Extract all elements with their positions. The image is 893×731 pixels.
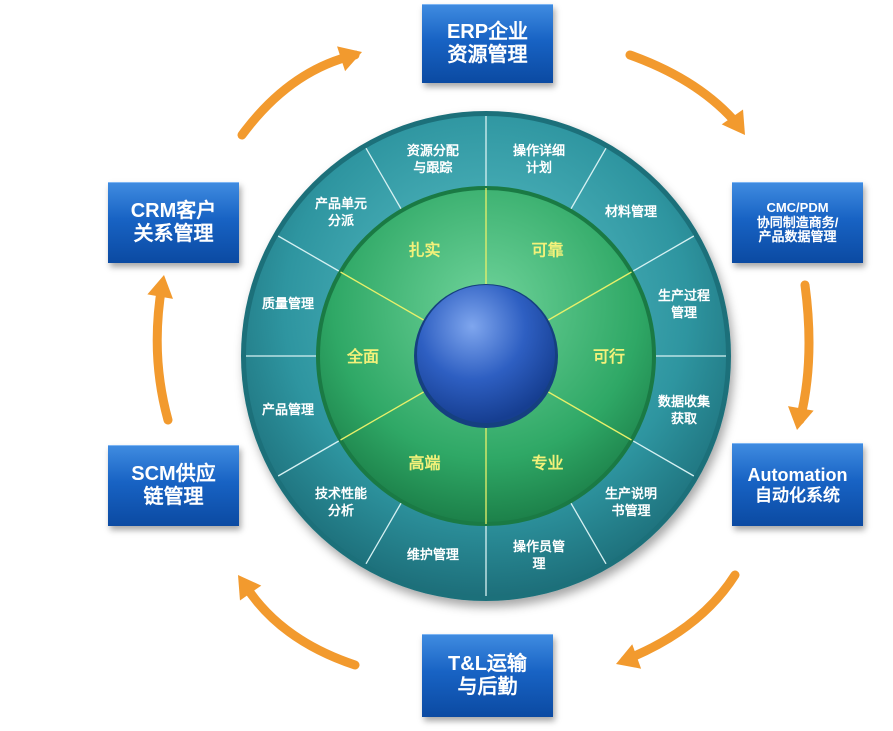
- outer-divider: [569, 501, 607, 565]
- outer-segment-label: 资源分配与跟踪: [407, 143, 459, 175]
- cycle-arrow-shaft: [795, 280, 814, 425]
- inner-segment-label: 可行: [593, 347, 625, 366]
- outer-divider: [631, 439, 695, 477]
- inner-segment-label: 专业: [531, 454, 563, 473]
- outer-divider: [277, 439, 341, 477]
- cycle-arrows: [147, 46, 814, 670]
- outer-segment-label: 材料管理: [605, 204, 657, 219]
- outer-segment-label: 生产过程管理: [658, 288, 710, 320]
- outer-segment-label-line: 材料管理: [605, 204, 657, 219]
- outer-segment-label-line: 资源分配: [407, 143, 459, 158]
- inner-segment-label: 可靠: [531, 240, 563, 259]
- inner-divider: [548, 391, 632, 441]
- outer-segment-label-line: 理: [533, 556, 546, 571]
- cycle-arrow-shaft: [620, 570, 740, 665]
- outer-divider: [365, 147, 403, 211]
- outer-segment-label: 技术性能分析: [315, 486, 367, 518]
- cmc-line-2: 协同制造商务/: [756, 214, 839, 230]
- outer-segment-label-line: 生产过程: [658, 288, 710, 303]
- inner-divider: [548, 271, 632, 321]
- outer-segment-label-line: 维护管理: [407, 547, 459, 562]
- scm-box: SCM供应 链管理: [108, 445, 239, 526]
- cmc-line-3: 产品数据管理: [758, 229, 837, 245]
- tl-box: T&L运输 与后勤: [422, 634, 553, 717]
- cycle-arrow-head: [238, 575, 262, 601]
- outer-ring-dividers: [246, 116, 726, 596]
- inner-segment-label: 扎实: [408, 240, 440, 259]
- outer-divider: [365, 501, 403, 565]
- outer-divider: [569, 147, 607, 211]
- inner-divider: [340, 391, 424, 441]
- inner-segment-label: 全面: [346, 347, 379, 366]
- erp-box: ERP企业 资源管理: [422, 4, 553, 83]
- cycle-arrow-head: [147, 275, 173, 299]
- outer-segment-label-line: 技术性能: [315, 486, 367, 501]
- outer-segment-label-line: 计划: [526, 160, 552, 175]
- inner-segment-label: 高端: [408, 454, 440, 473]
- cycle-arrow-head: [721, 109, 745, 135]
- scm-line-1: SCM供应: [131, 463, 216, 485]
- crm-box: CRM客户 关系管理: [108, 182, 239, 263]
- outer-segment-label-line: 数据收集: [658, 394, 711, 409]
- crm-line-1: CRM客户: [130, 200, 217, 222]
- cycle-arrow-shaft: [237, 50, 360, 140]
- cmc-pdm-box: CMC/PDM 协同制造商务/ 产品数据管理: [732, 182, 863, 263]
- cycle-arrow-head: [788, 406, 814, 430]
- cycle-arrow-head: [616, 644, 642, 669]
- center-hub: [417, 285, 555, 423]
- outer-segment-label: 产品管理: [262, 402, 314, 417]
- outer-segment-label: 质量管理: [262, 296, 314, 311]
- outer-segment-label-line: 生产说明: [605, 486, 657, 501]
- erp-line-1: ERP企业: [446, 21, 529, 43]
- outer-segment-label: 操作员管理: [513, 539, 565, 571]
- outer-segment-label-line: 质量管理: [262, 296, 314, 311]
- inner-ring-dividers: [340, 188, 632, 524]
- outer-segment-label-line: 分派: [328, 213, 355, 228]
- scm-line-2: 链管理: [143, 486, 204, 508]
- inner-divider: [340, 271, 424, 321]
- outer-divider: [631, 235, 695, 273]
- automation-box: Automation 自动化系统: [732, 443, 863, 526]
- automation-line-2: 自动化系统: [755, 485, 840, 505]
- erp-line-2: 资源管理: [447, 44, 528, 66]
- outer-segment-label-line: 管理: [671, 305, 697, 320]
- outer-segment-label-line: 与跟踪: [413, 160, 452, 175]
- tl-line-2: 与后勤: [457, 676, 518, 698]
- outer-segment-label: 维护管理: [407, 547, 459, 562]
- cmc-line-1: CMC/PDM: [766, 199, 829, 215]
- outer-segment-label-line: 获取: [671, 411, 698, 426]
- outer-segment-label: 操作详细计划: [513, 143, 565, 175]
- cycle-arrow-shaft: [625, 50, 743, 130]
- outer-segment-label: 数据收集获取: [658, 394, 711, 426]
- outer-segment-label-line: 操作员管: [513, 539, 565, 554]
- outer-segment-label-line: 书管理: [611, 503, 650, 518]
- tl-line-1: T&L运输: [448, 653, 527, 675]
- outer-segment-label-line: 产品管理: [262, 402, 314, 417]
- outer-segment-label: 生产说明书管理: [605, 486, 657, 518]
- outer-segment-label-line: 分析: [328, 503, 354, 518]
- crm-line-2: 关系管理: [133, 223, 214, 245]
- cycle-arrow-shaft: [240, 580, 360, 670]
- outer-divider: [277, 235, 341, 273]
- outer-segment-label: 产品单元分派: [315, 196, 367, 228]
- cycle-arrow-shaft: [152, 280, 173, 425]
- automation-line-1: Automation: [747, 464, 848, 485]
- cycle-arrow-head: [337, 46, 362, 72]
- outer-segment-label-line: 产品单元: [315, 196, 367, 211]
- outer-segment-label-line: 操作详细: [513, 143, 565, 158]
